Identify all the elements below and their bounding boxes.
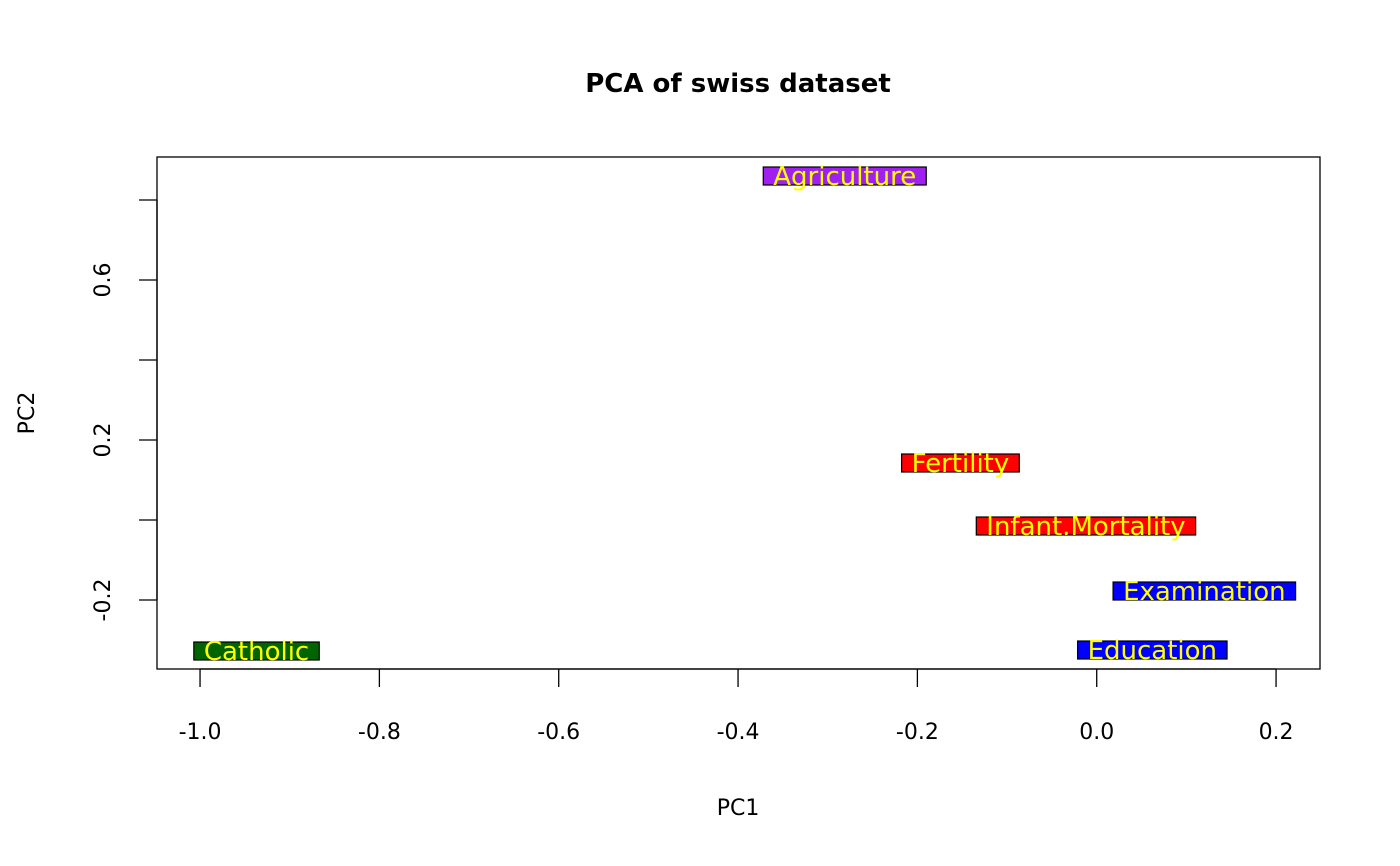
point-label-fertility: Fertility [900,449,1020,479]
point-label-catholic: Catholic [193,637,320,667]
y-axis: -0.2 0.2 0.6 [91,199,158,622]
x-tick-label: 0.2 [1259,720,1294,745]
chart-title: PCA of swiss dataset [585,69,891,99]
label-box [762,166,927,186]
point-label-infant-mortality: Infant.Mortality [975,512,1197,542]
label-box [900,453,1020,473]
label-box [1112,581,1297,601]
x-tick-label: -0.8 [358,720,401,745]
y-tick-label: 0.2 [91,423,116,458]
point-label-text: Education [1088,636,1217,666]
point-label-text: Fertility [912,449,1010,479]
x-axis: -1.0 -0.8 -0.6 -0.4 -0.2 0.0 0.2 [179,668,1294,745]
point-label-text: Infant.Mortality [986,512,1185,542]
label-box [193,641,320,661]
x-tick-label: -0.6 [537,720,580,745]
point-label-text: Agriculture [773,162,916,192]
y-tick-label: 0.6 [91,263,116,298]
x-tick-label: -1.0 [179,720,222,745]
point-label-examination: Examination [1112,577,1297,607]
point-label-text: Catholic [204,637,309,667]
point-label-education: Education [1076,636,1228,666]
point-label-text: Examination [1123,577,1286,607]
x-axis-label: PC1 [717,796,760,821]
label-box [975,516,1197,536]
y-axis-label: PC2 [15,392,40,435]
y-tick-label: -0.2 [91,579,116,622]
plot-marks: AgricultureFertilityInfant.MortalityExam… [193,162,1297,667]
x-tick-label: 0.0 [1079,720,1114,745]
label-box [1076,640,1228,660]
point-label-agriculture: Agriculture [762,162,927,192]
x-tick-label: -0.2 [896,720,939,745]
x-tick-label: -0.4 [717,720,760,745]
